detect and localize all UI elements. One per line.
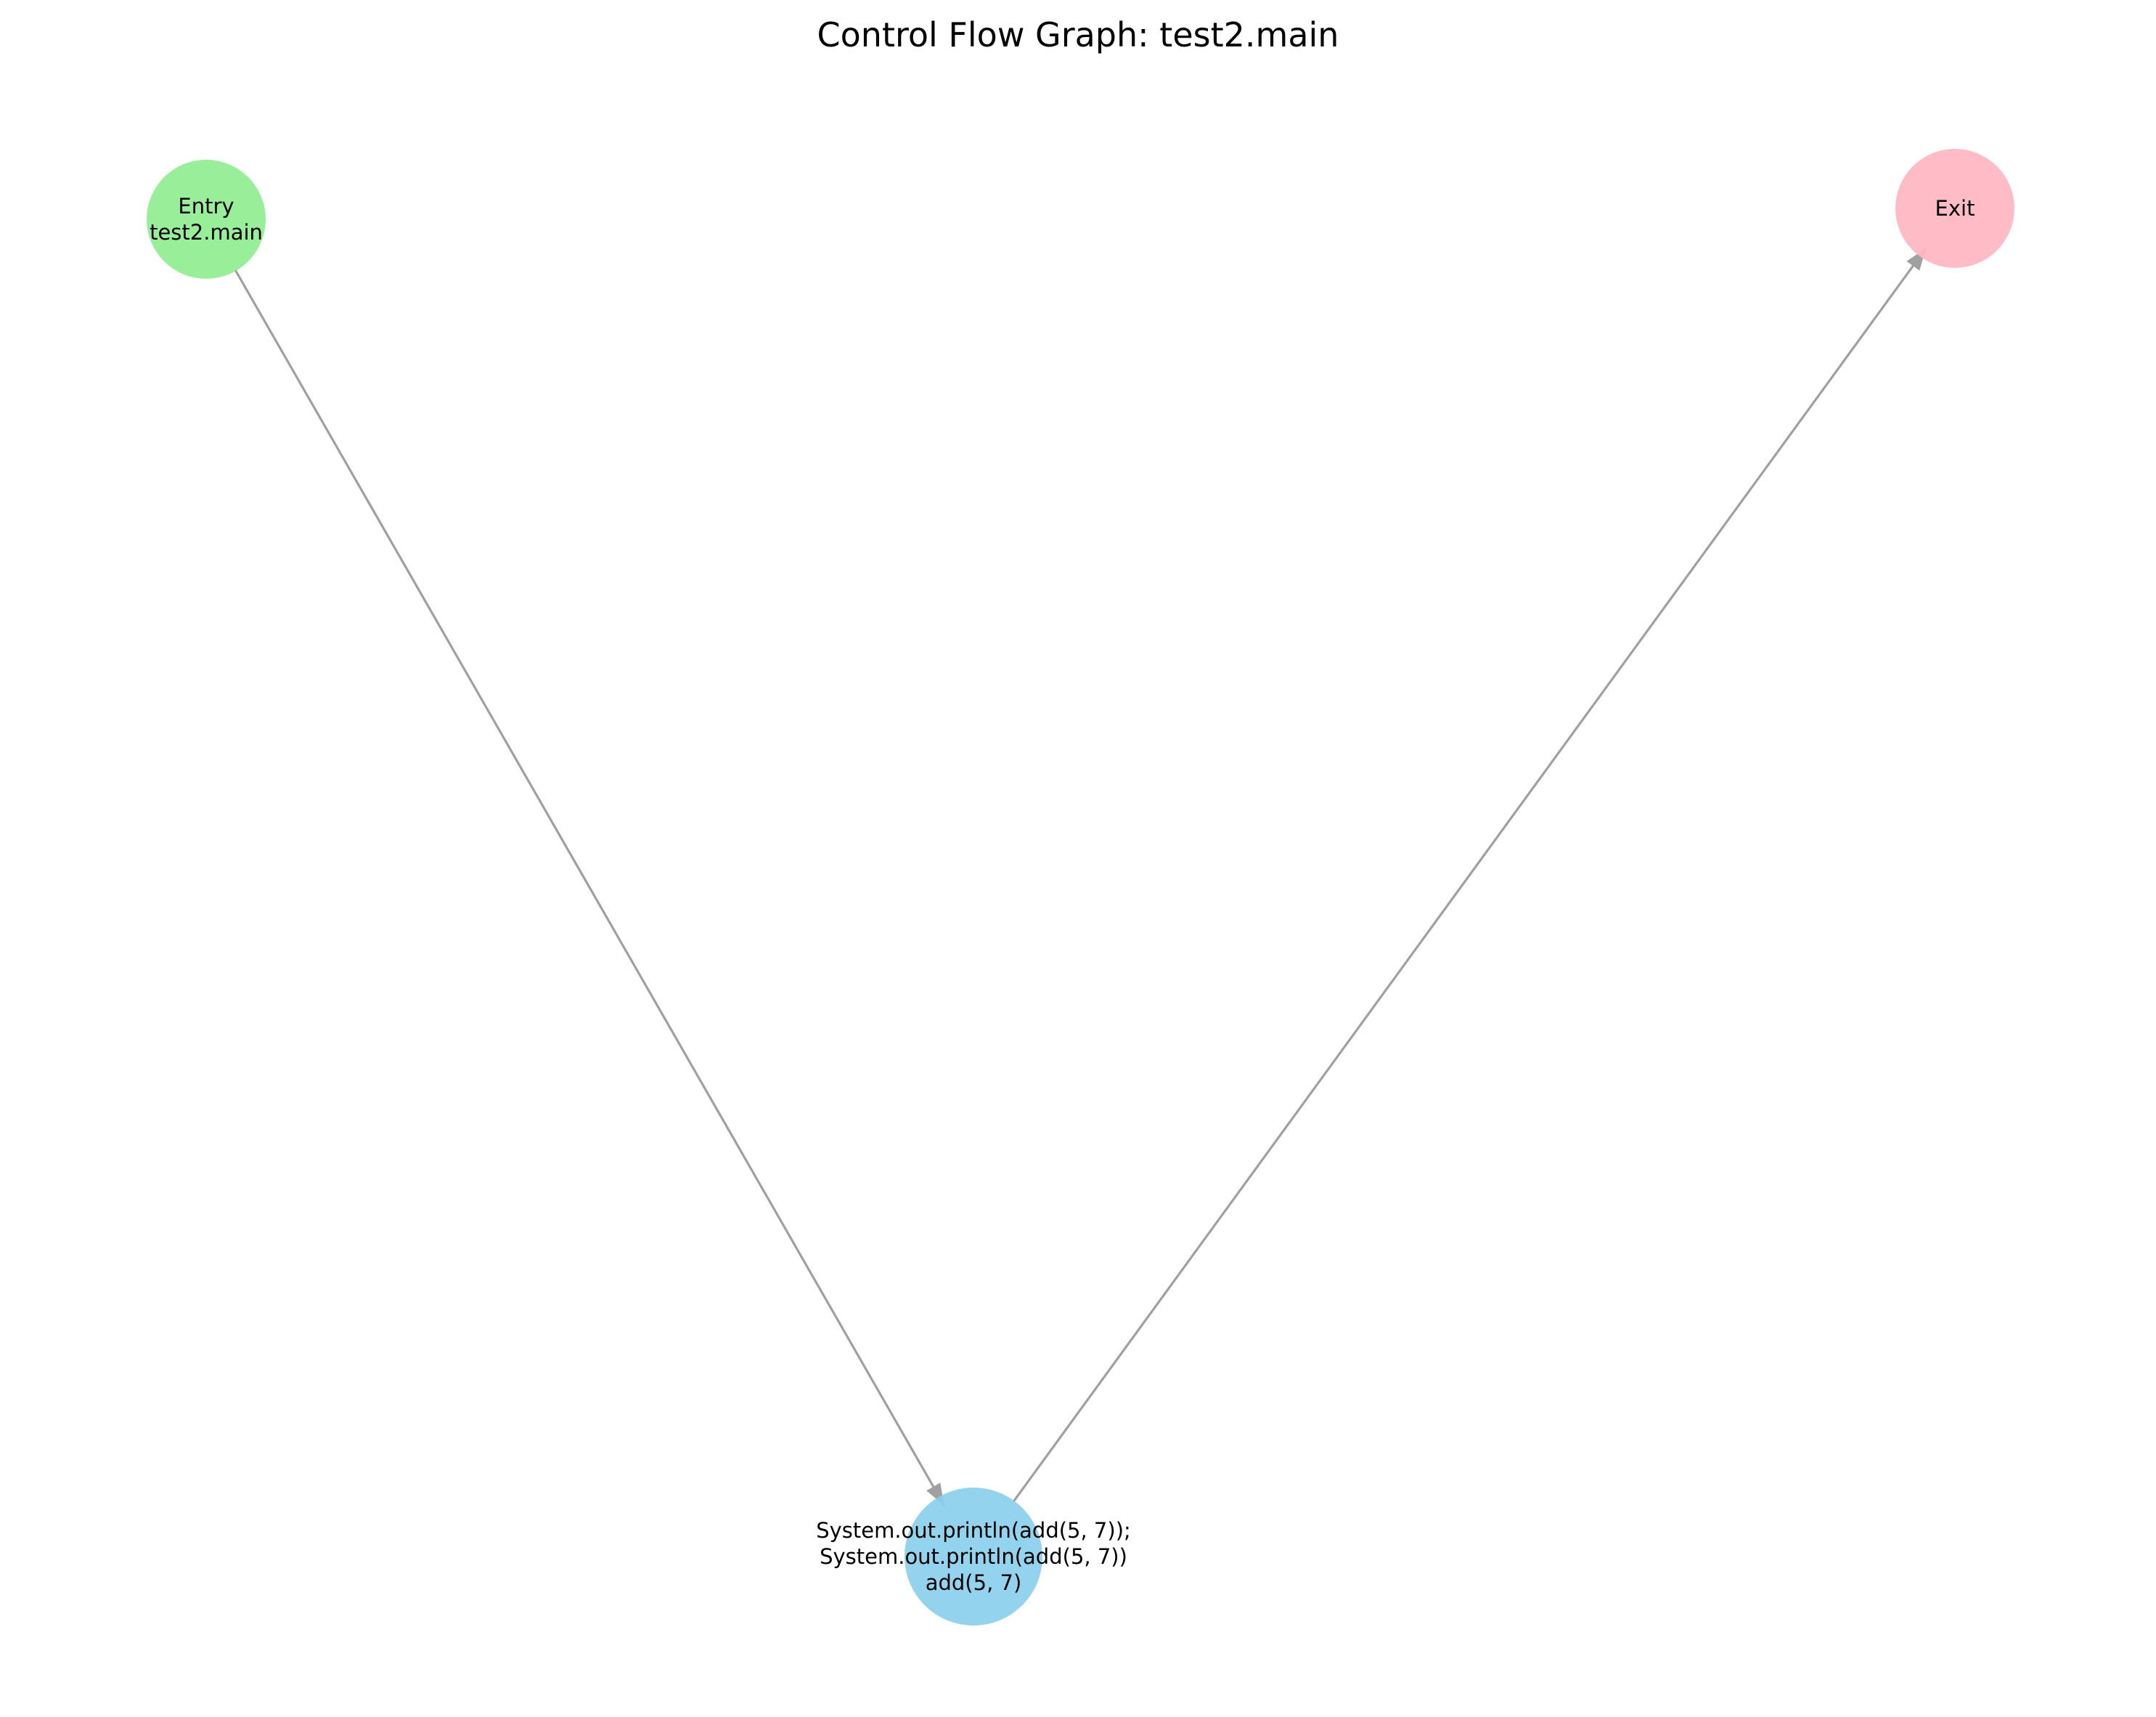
nodes-layer: Entrytest2.mainSystem.out.println(add(5,…	[147, 149, 2014, 1626]
node-stmt-label-line: add(5, 7)	[926, 1570, 1022, 1595]
node-entry-circle	[147, 160, 266, 279]
node-exit-label-line: Exit	[1935, 196, 1975, 221]
node-stmt-label-line: System.out.println(add(5, 7))	[820, 1544, 1127, 1569]
graph-title: Control Flow Graph: test2.main	[817, 15, 1339, 54]
edge-stmt-to-exit	[1012, 248, 1927, 1503]
node-entry-label-line: Entry	[178, 194, 234, 219]
node-stmt: System.out.println(add(5, 7));System.out…	[816, 1488, 1131, 1626]
edge-line	[1012, 248, 1927, 1503]
edge-line	[234, 269, 946, 1506]
edges-layer	[234, 248, 1927, 1506]
node-entry-label-line: test2.main	[150, 220, 263, 245]
node-stmt-label-line: System.out.println(add(5, 7));	[816, 1518, 1131, 1543]
node-exit-circle	[1895, 149, 2014, 268]
node-stmt-circle	[905, 1488, 1042, 1626]
edge-entry-to-stmt	[234, 269, 946, 1506]
node-exit: Exit	[1895, 149, 2014, 268]
